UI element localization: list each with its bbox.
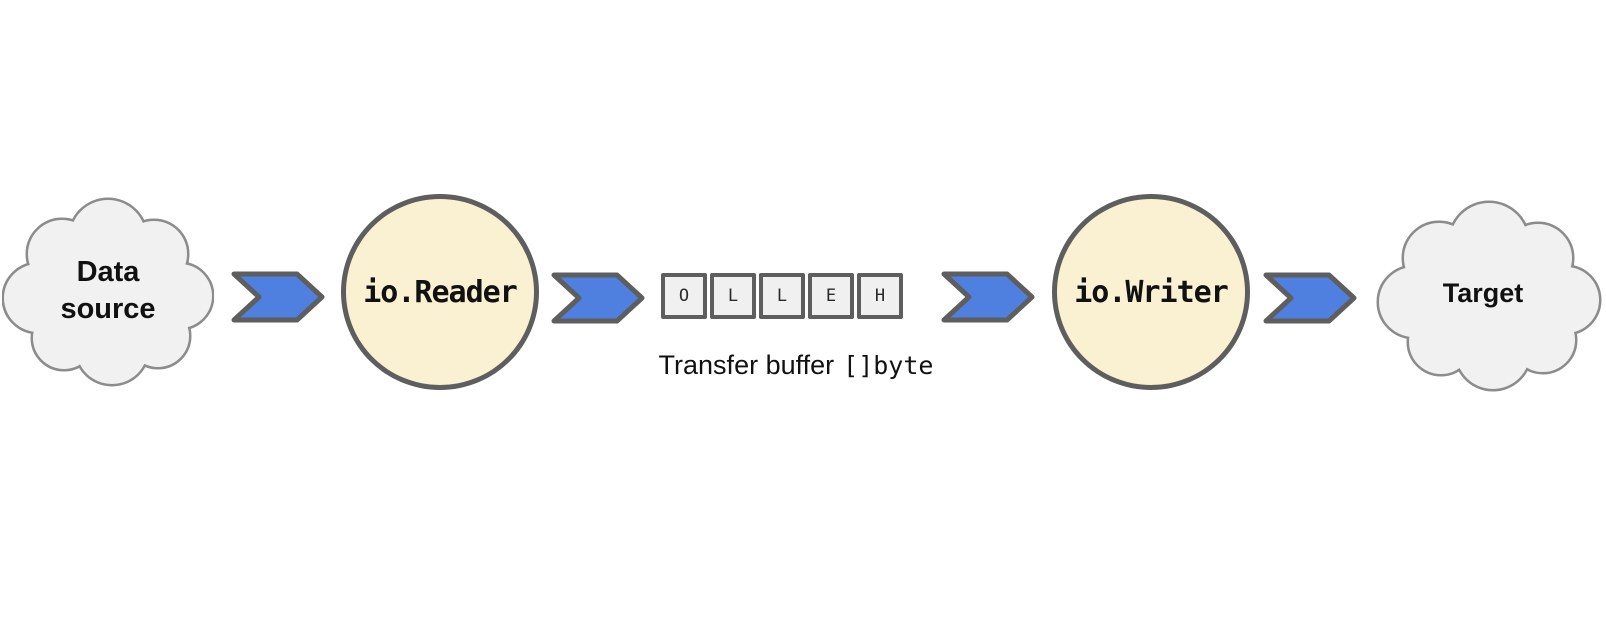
buffer-cell-letter: E <box>825 286 837 306</box>
buffer-caption: Transfer buffer []byte <box>640 350 952 381</box>
buffer-cell-letter: L <box>776 286 788 306</box>
buffer-cell: H <box>857 273 903 319</box>
buffer-cell: E <box>808 273 854 319</box>
buffer-cell: L <box>710 273 756 319</box>
io-reader-node: io.Reader <box>341 194 539 390</box>
buffer-cell: O <box>661 273 707 319</box>
flow-arrow-icon-4 <box>1263 272 1357 324</box>
buffer-caption-code: []byte <box>843 351 934 380</box>
data-source-label: Data source <box>60 255 156 325</box>
buffer-caption-text: Transfer buffer <box>658 350 835 380</box>
flow-arrow-icon-3 <box>941 271 1035 323</box>
flow-arrow-icon-2 <box>551 272 645 324</box>
data-source-cloud: Data source <box>2 196 214 396</box>
transfer-buffer: O L L E H <box>661 273 903 319</box>
flow-arrow-icon-1 <box>231 271 325 323</box>
buffer-cell-letter: H <box>874 286 886 306</box>
io-writer-node: io.Writer <box>1052 194 1250 390</box>
buffer-cell-letter: L <box>727 286 739 306</box>
buffer-cell-letter: O <box>678 286 690 306</box>
io-writer-label: io.Writer <box>1074 274 1229 310</box>
cloud-icon <box>2 197 214 387</box>
cloud-icon <box>1376 200 1602 392</box>
target-label: Target <box>1442 277 1524 308</box>
io-reader-label: io.Reader <box>363 274 518 310</box>
buffer-cell: L <box>759 273 805 319</box>
target-cloud: Target <box>1375 200 1603 400</box>
